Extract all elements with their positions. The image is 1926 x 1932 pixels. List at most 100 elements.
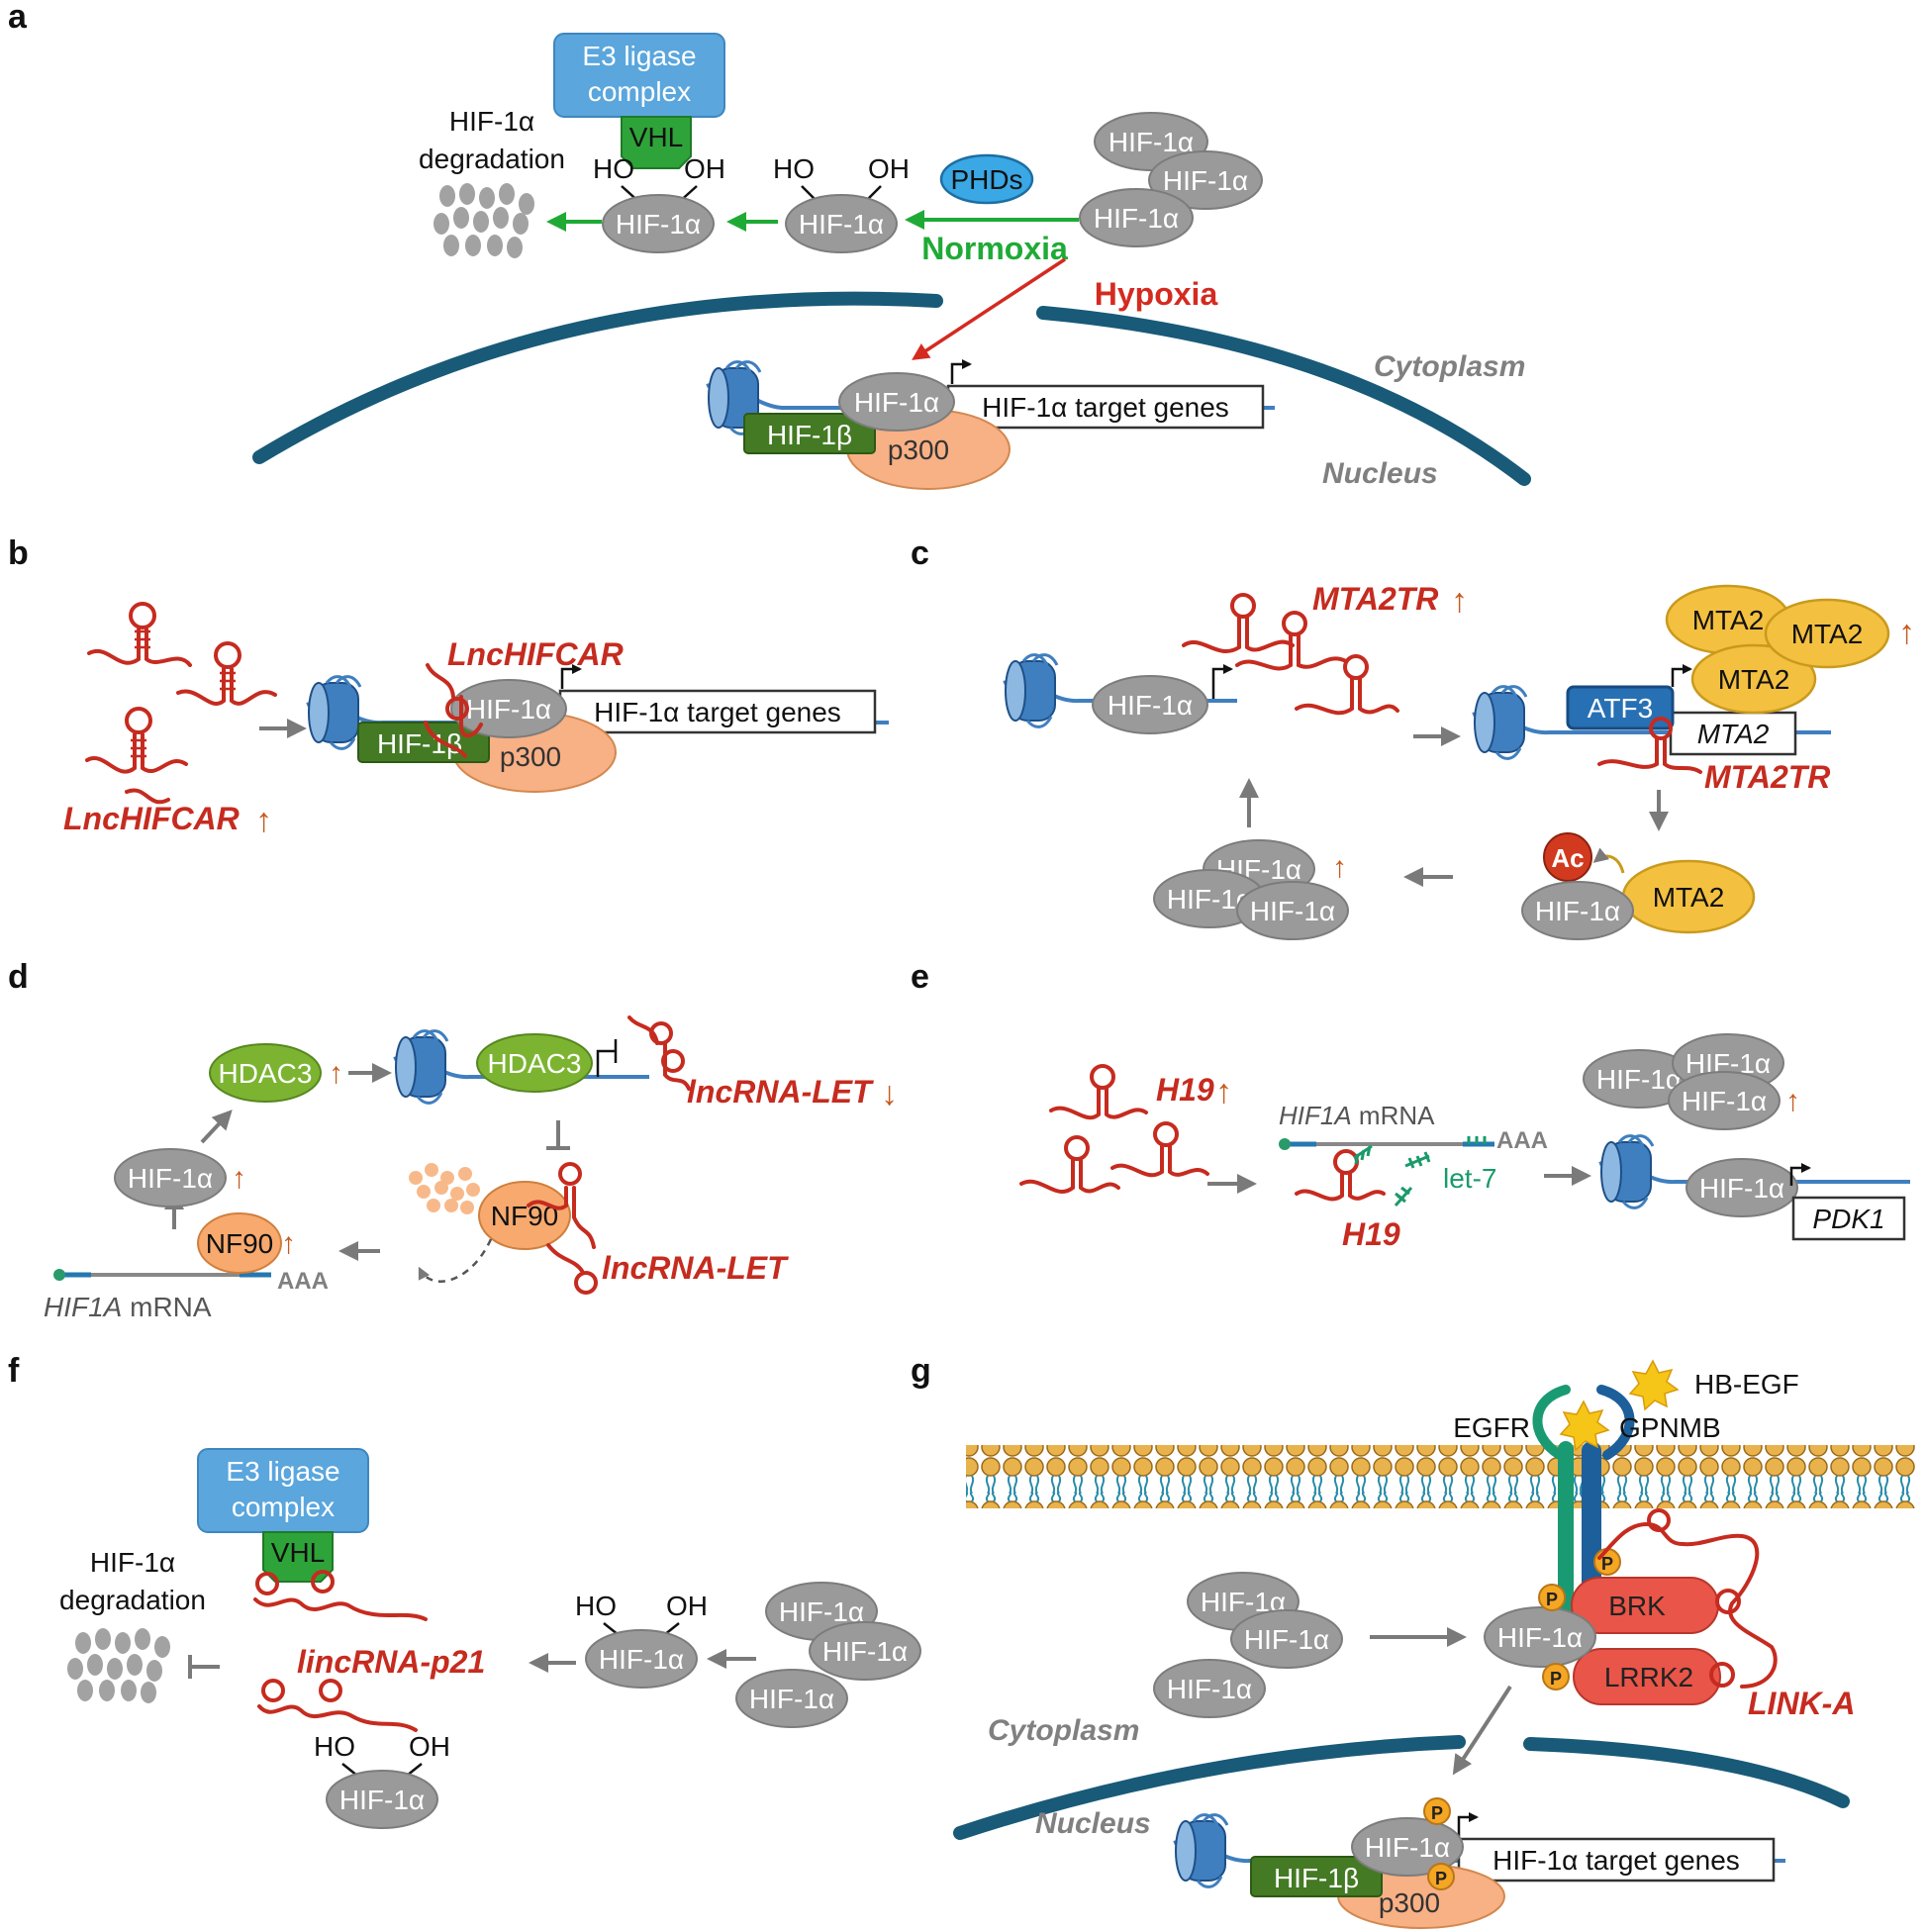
panel-label-f: f <box>8 1352 20 1390</box>
lncrna-let-at-promoter <box>627 1015 691 1091</box>
plasma-membrane <box>966 1445 1916 1508</box>
ho-label-4: HO <box>575 1591 617 1621</box>
lncrna-let-bound-rna <box>527 1162 598 1295</box>
hif1b-label: HIF-1β <box>1274 1863 1359 1893</box>
lnchifcar-label: LncHIFCAR <box>447 636 624 672</box>
gpnmb-label: GPNMB <box>1619 1412 1721 1443</box>
ho-label-1: HO <box>593 153 634 184</box>
ac-label: Ac <box>1551 843 1584 873</box>
acetylation-arrow <box>1592 847 1625 874</box>
mta2-label: MTA2 <box>1718 664 1790 695</box>
degradation-cycle-arrow <box>418 1238 493 1283</box>
mrna-word: mRNA <box>122 1292 212 1322</box>
up-arrow: ↑ <box>1785 1085 1800 1117</box>
repression-mark <box>596 1039 618 1077</box>
egfr-receptor <box>1558 1441 1574 1615</box>
egfr-label: EGFR <box>1453 1412 1530 1443</box>
mta2tr-label-bottom: MTA2TR <box>1704 759 1830 795</box>
up-arrow: ↑ <box>329 1057 343 1090</box>
nf90-protein <box>478 1181 571 1250</box>
h19-label-bottom: H19 <box>1342 1216 1400 1252</box>
gpnmb-extracellular <box>1596 1385 1635 1460</box>
chromatin-nucleosome <box>1598 1134 1910 1209</box>
hif1a-cluster-3 <box>1079 188 1194 247</box>
lncrna-let-label-bottom: lncRNA-LET <box>602 1250 789 1286</box>
hif1a-cluster-2 <box>1148 150 1263 210</box>
hif1a-hydroxylated <box>585 1629 698 1689</box>
hif1a-label: HIF-1α <box>854 387 939 418</box>
p300-label: p300 <box>888 435 949 465</box>
hif1b-label: HIF-1β <box>767 420 852 450</box>
hif1a-label: HIF-1α <box>779 1596 864 1627</box>
up-arrow: ↑ <box>1215 1073 1232 1111</box>
hif1a-label: HIF-1α <box>1163 165 1248 196</box>
hif1a-label: HIF-1α <box>822 1636 908 1667</box>
hif1b-box <box>743 413 876 454</box>
nf90-label: NF90 <box>206 1228 273 1259</box>
link-a-rna <box>1597 1508 1778 1689</box>
up-arrow: ↑ <box>232 1162 246 1195</box>
tss-arrow <box>1789 1163 1811 1186</box>
phospho-site <box>1538 1584 1566 1611</box>
cytoplasm-label: Cytoplasm <box>988 1714 1139 1747</box>
link-a-label: LINK-A <box>1748 1686 1855 1721</box>
normoxia-label: Normoxia <box>921 231 1068 266</box>
target-genes-label: HIF-1α target genes <box>982 392 1229 423</box>
hif1a-label: HIF-1α <box>1094 203 1179 234</box>
mta2-label: MTA2 <box>1653 882 1725 913</box>
hif1a-on-dna <box>1351 1817 1464 1877</box>
acetyl-group <box>1543 832 1592 882</box>
hif1a-label: HIF-1α <box>1699 1173 1784 1204</box>
hdac3-protein <box>209 1043 322 1103</box>
e3-label-line2: complex <box>588 76 691 107</box>
vhl-label: VHL <box>629 122 683 152</box>
hdac3-label: HDAC3 <box>488 1048 582 1079</box>
target-genes-label: HIF-1α target genes <box>1493 1845 1740 1876</box>
e3-label-line2: complex <box>232 1492 335 1522</box>
hif1a-label: HIF-1α <box>1535 896 1620 926</box>
phospho-site <box>1427 1863 1455 1890</box>
hif1a-cytoplasmic-2 <box>1230 1609 1343 1669</box>
mta2-protein-3 <box>1690 643 1817 715</box>
hbegf-label: HB-EGF <box>1694 1369 1799 1400</box>
up-arrow: ↑ <box>1332 851 1347 884</box>
ho-label-2: HO <box>773 153 815 184</box>
hif1a-hydroxylated <box>785 194 898 253</box>
mta2-label: MTA2 <box>1791 619 1864 649</box>
hif1a-cluster-3 <box>735 1669 848 1728</box>
vhl-shape <box>621 116 692 169</box>
lrrk2-kinase <box>1573 1648 1721 1705</box>
hif1a-label: HIF-1α <box>1167 1674 1252 1704</box>
mta2tr-bound-rna <box>1597 717 1702 774</box>
mrna-word: mRNA <box>1352 1101 1435 1130</box>
hif1a-phosphorylated <box>1484 1606 1596 1668</box>
chromatin-nucleosome <box>1472 685 1831 760</box>
flow-arrow <box>1452 1685 1512 1776</box>
p-label: P <box>1435 1869 1447 1888</box>
panel-label-d: d <box>8 958 29 996</box>
mta2tr-rna-cluster <box>1182 593 1399 716</box>
degradation-line2: degradation <box>59 1585 206 1615</box>
e3-label-line1: E3 ligase <box>582 41 696 71</box>
mta2tr-label-top: MTA2TR <box>1312 581 1438 617</box>
inhibition-mark <box>546 1120 570 1150</box>
chromatin-nucleosome <box>706 360 1275 435</box>
hif1a-label: HIF-1α <box>1107 690 1193 721</box>
hif1a-mrna-label: HIF1A mRNA <box>1279 1101 1435 1130</box>
hdac3-label: HDAC3 <box>219 1058 313 1089</box>
hif1a-cytoplasmic-3 <box>1153 1659 1266 1718</box>
mta2-gene-box <box>1669 711 1797 756</box>
hif1a-label: HIF-1α <box>1682 1086 1767 1116</box>
lnchifcar-rna-cluster <box>85 602 277 805</box>
lnchifcar-bound-rna <box>424 663 483 758</box>
up-arrow: ↑ <box>1451 582 1468 620</box>
hif1a-label: HIF-1α <box>799 209 884 240</box>
p300-label: p300 <box>500 741 561 772</box>
nuclear-membrane-left <box>953 1735 1466 1840</box>
p300-label: p300 <box>1379 1887 1440 1918</box>
nuclear-membrane-left <box>252 291 943 464</box>
h19-rna-cluster <box>1019 1064 1209 1194</box>
mrna-gene-name: HIF1A <box>1279 1101 1352 1130</box>
lnchifcar-label: LncHIFCAR <box>63 801 240 836</box>
degradation-line2: degradation <box>419 144 565 174</box>
